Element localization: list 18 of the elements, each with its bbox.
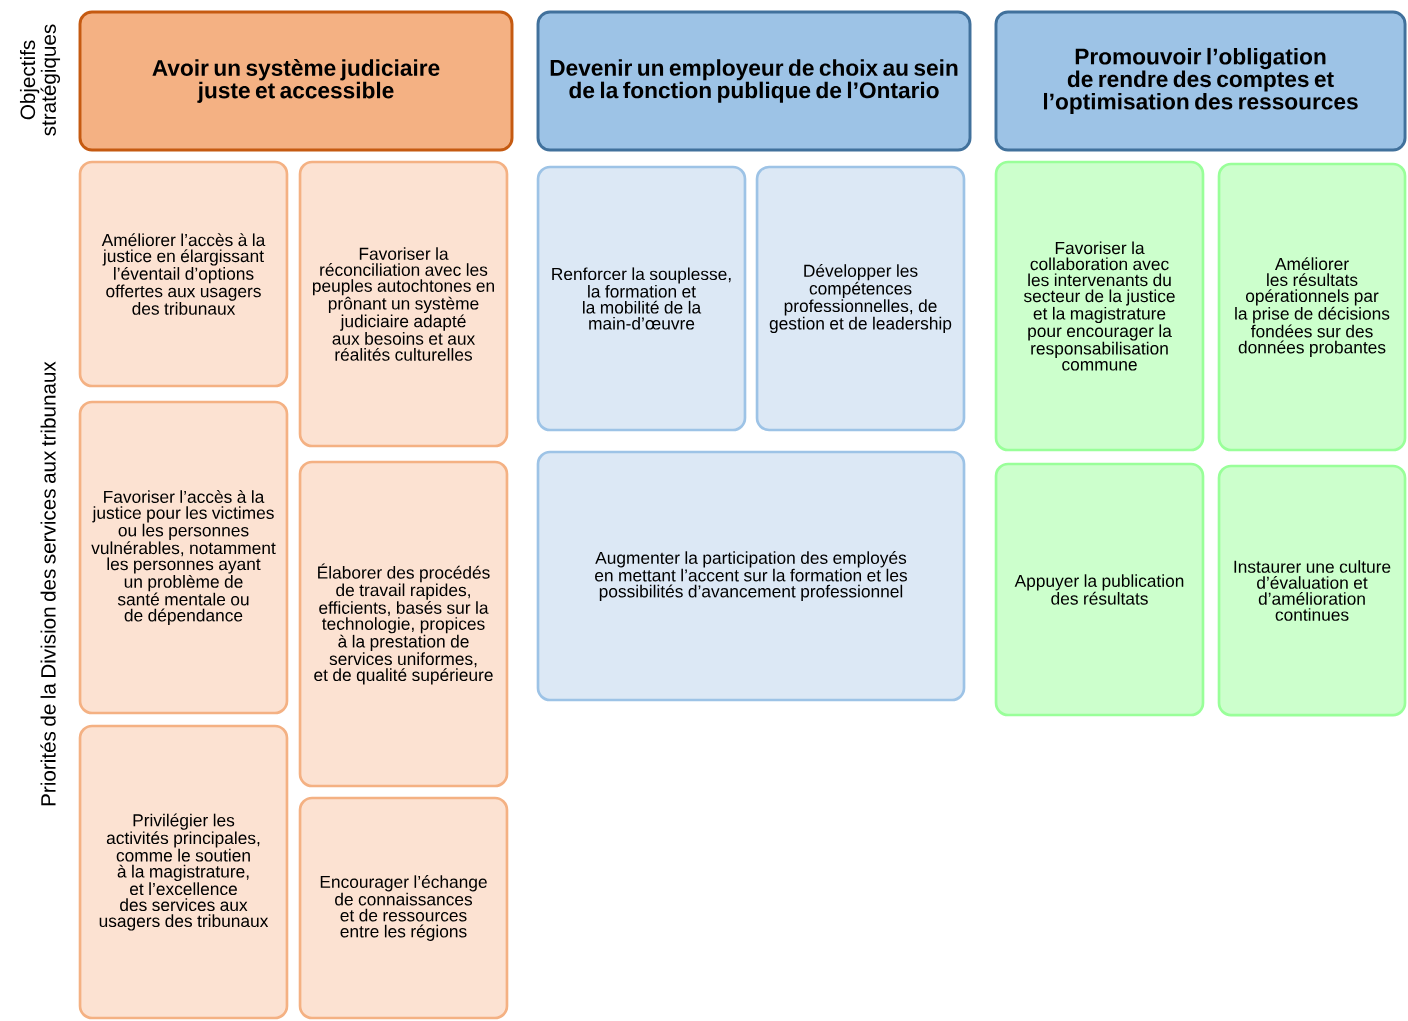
priority-box: Favoriser la collaboration avec les intervenants du secteur de la justice et la magistrature pour encourager la responsabilisation commune xyxy=(994,160,1205,452)
priority-box: Élaborer des procédés de travail rapides, efficients, basés sur la technologie, propices à la prestation de services uniformes, et de qualité supérieure xyxy=(298,460,509,788)
axis-label: Objectifs stratégiques xyxy=(19,24,61,136)
priority-box: Favoriser la réconciliation avec les peuples autochtones en prônant un système judiciaire adapté aux besoins et aux réalités culturelles xyxy=(298,160,509,448)
objective-box: Promouvoir l’obligation de rendre des comptes et l’optimisation des ressources xyxy=(994,10,1407,152)
priority-box: Améliorer l’accès à la justice en élargissant l’éventail d’options offertes aux usagers des tribunaux xyxy=(78,160,289,388)
priority-box: Développer les compétences professionnelles, de gestion et de leadership xyxy=(755,165,966,432)
priority-box: Instaurer une culture d’évaluation et d’amélioration continues xyxy=(1217,464,1407,717)
priority-box: Appuyer la publication des résultats xyxy=(994,462,1205,717)
priority-box: Favoriser l’accès à la justice pour les victimes ou les personnes vulnérables, notamment les personnes ayant un problème de santé mentale ou de dépendance xyxy=(78,400,289,715)
priority-box: Encourager l’échange de connaissances et de ressources entre les régions xyxy=(298,796,509,1020)
priority-box: Améliorer les résultats opérationnels par la prise de décisions fondées sur des données probantes xyxy=(1217,162,1407,452)
objective-box: Devenir un employeur de choix au sein de la fonction publique de l’Ontario xyxy=(536,10,972,152)
priority-box: Renforcer la souplesse, la formation et la mobilité de la main-d’œuvre xyxy=(536,165,747,432)
axis-label: Priorités de la Division des services aux tribunaux xyxy=(40,361,56,806)
objective-box: Avoir un système judiciaire juste et accessible xyxy=(78,10,514,152)
priority-box: Privilégier les activités principales, comme le soutien à la magistrature, et l’excellence des services aux usagers des tribunaux xyxy=(78,724,289,1020)
priority-box: Augmenter la participation des employés en mettant l’accent sur la formation et les possibilités d’avancement professionnel xyxy=(536,450,966,702)
